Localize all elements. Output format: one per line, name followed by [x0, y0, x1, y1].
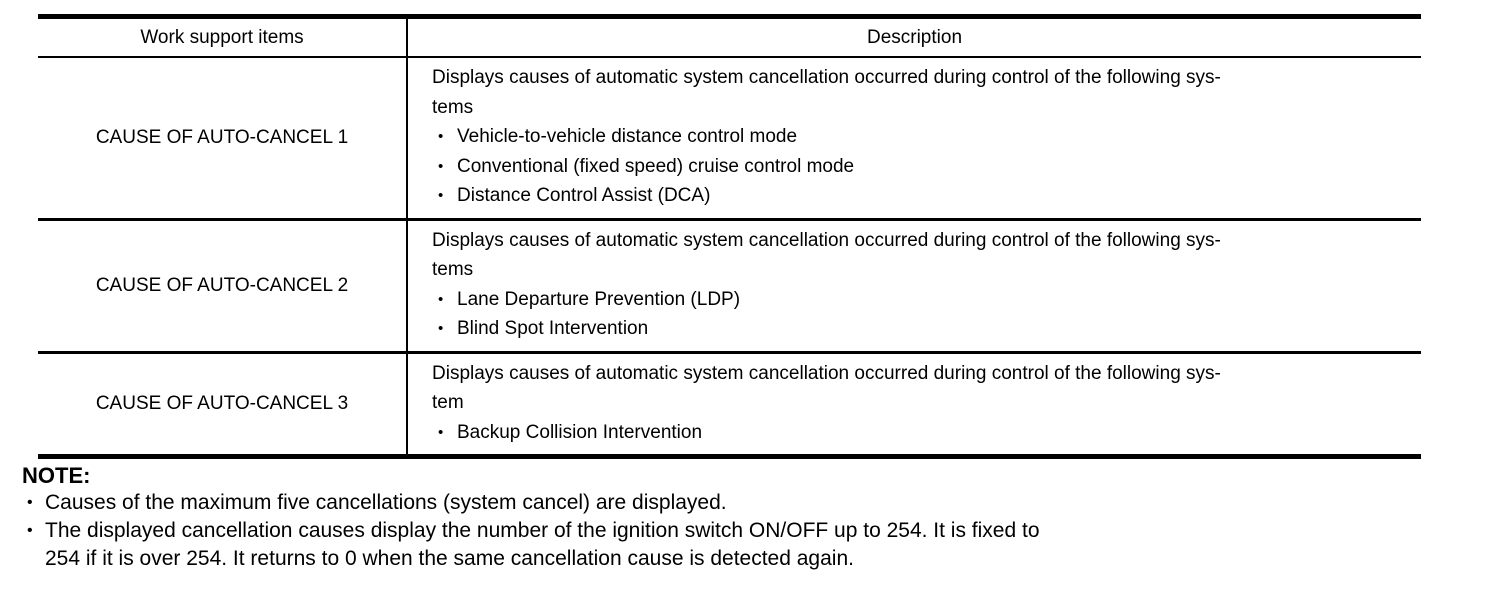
description-cell: Displays causes of automatic system canc… [408, 58, 1421, 218]
description-text: Displays causes of automatic system canc… [432, 67, 1221, 88]
table-row: CAUSE OF AUTO-CANCEL 1 Displays causes o… [38, 58, 1421, 221]
description-cell: Displays causes of automatic system canc… [408, 354, 1421, 455]
work-support-item-label: CAUSE OF AUTO-CANCEL 2 [95, 274, 349, 296]
work-support-item-cell: CAUSE OF AUTO-CANCEL 1 [38, 58, 408, 218]
description-text: Displays causes of automatic system canc… [432, 229, 1221, 251]
note-item: • The displayed cancellation causes disp… [22, 517, 1504, 573]
bullet-icon: • [438, 320, 444, 337]
bullet-icon: • [438, 157, 444, 175]
list-item: • Backup Collision Intervention [432, 418, 1415, 448]
note-item-line: 254 if it is over 254. It returns to 0 w… [45, 547, 854, 570]
note-heading: NOTE: [22, 463, 91, 488]
note-item-text: The displayed cancellation causes displa… [45, 517, 1040, 573]
table-header-work-support-items: Work support items [38, 19, 408, 56]
list-item: • Conventional (fixed speed) cruise cont… [432, 152, 1415, 182]
list-item-text: Backup Collision Intervention [457, 421, 703, 443]
list-item-text: Conventional (fixed speed) cruise contro… [457, 155, 855, 177]
list-item: • Blind Spot Intervention [432, 314, 1415, 344]
table-header-row: Work support items Description [38, 19, 1421, 58]
work-support-item-cell: CAUSE OF AUTO-CANCEL 2 [38, 220, 408, 351]
list-item: • Distance Control Assist (DCA) [432, 181, 1415, 211]
work-support-item-label: CAUSE OF AUTO-CANCEL 3 [95, 392, 349, 414]
description-text: tems [432, 259, 474, 280]
table-row: CAUSE OF AUTO-CANCEL 2 Displays causes o… [38, 220, 1421, 354]
table-row: CAUSE OF AUTO-CANCEL 3 Displays causes o… [38, 353, 1421, 455]
work-support-table: Work support items Description CAUSE OF … [38, 14, 1421, 459]
description-text: tem [432, 392, 464, 413]
list-item-text: Vehicle-to-vehicle distance control mode [457, 126, 798, 147]
list-item-text: Distance Control Assist (DCA) [457, 185, 711, 206]
list-item-text: Blind Spot Intervention [457, 318, 649, 339]
bullet-icon: • [438, 187, 444, 204]
bullet-icon: • [27, 522, 33, 539]
note-item-line: Causes of the maximum five cancellations… [45, 491, 727, 514]
work-support-item-cell: CAUSE OF AUTO-CANCEL 3 [38, 353, 408, 454]
description-text: Displays causes of automatic system canc… [432, 362, 1221, 384]
list-item-text: Lane Departure Prevention (LDP) [457, 288, 741, 310]
note-item-line: The displayed cancellation causes displa… [45, 519, 1040, 542]
work-support-item-label: CAUSE OF AUTO-CANCEL 1 [95, 126, 349, 148]
bullet-icon: • [438, 290, 444, 308]
list-item: • Vehicle-to-vehicle distance control mo… [432, 122, 1415, 152]
note-item: • Causes of the maximum five cancellatio… [22, 489, 1504, 517]
bullet-icon: • [438, 128, 444, 145]
bullet-icon: • [438, 423, 444, 441]
description-text: tems [432, 96, 474, 118]
note-section: NOTE: • Causes of the maximum five cance… [22, 463, 1504, 573]
list-item: • Lane Departure Prevention (LDP) [432, 285, 1415, 315]
table-header-description: Description [866, 27, 963, 48]
note-item-text: Causes of the maximum five cancellations… [45, 489, 727, 517]
bullet-icon: • [27, 494, 33, 511]
description-cell: Displays causes of automatic system canc… [408, 221, 1421, 351]
